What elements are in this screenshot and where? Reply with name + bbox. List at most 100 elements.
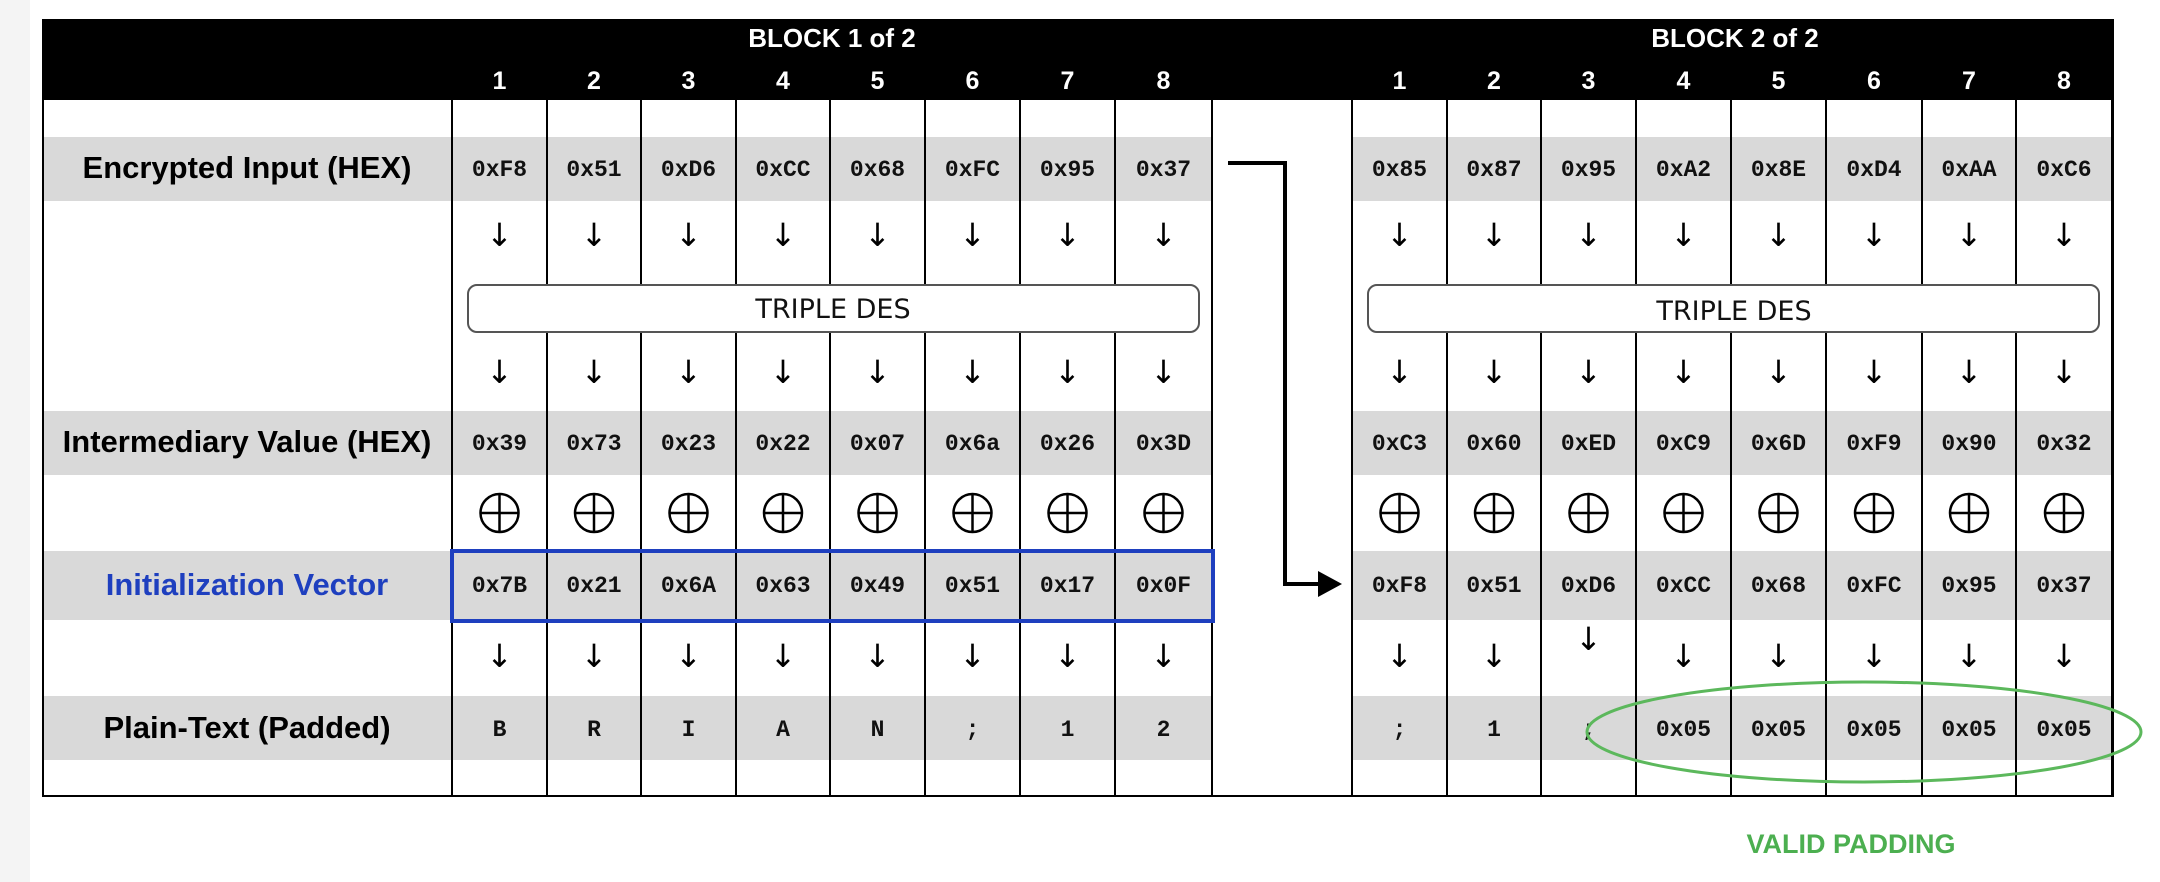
xor-icon [668, 492, 709, 534]
cell-intermediary: 0x3D [1136, 431, 1191, 457]
down-arrow-icon: ↓ [2051, 353, 2078, 391]
cell-plaintext: I [682, 717, 696, 743]
down-arrow-icon: ↓ [770, 637, 797, 675]
down-arrow-icon: ↓ [1054, 637, 1081, 675]
cell-xor-input: 0x63 [755, 573, 810, 599]
down-arrow-icon: ↓ [486, 637, 513, 675]
down-arrow-icon: ↓ [581, 216, 608, 254]
cell-encrypted: 0xD4 [1846, 157, 1901, 183]
column-number: 8 [1157, 67, 1171, 95]
cell-intermediary: 0xF9 [1846, 431, 1901, 457]
cell-plaintext: 0x05 [1941, 717, 1996, 743]
down-arrow-icon: ↓ [1386, 353, 1413, 391]
cell-xor-input: 0xFC [1846, 573, 1901, 599]
block-1-title: BLOCK 1 of 2 [748, 23, 916, 53]
cell-plaintext: 0x05 [1751, 717, 1806, 743]
column-number: 5 [871, 67, 885, 95]
cell-intermediary: 0x07 [850, 431, 905, 457]
cell-plaintext: 0x05 [1656, 717, 1711, 743]
down-arrow-icon: ↓ [675, 216, 702, 254]
triple-des-label-1: TRIPLE DES [754, 294, 910, 325]
cell-plaintext: ; [966, 717, 980, 743]
cell-plaintext: 0x05 [2036, 717, 2091, 743]
down-arrow-icon: ↓ [1861, 216, 1888, 254]
xor-icon [1568, 492, 1609, 534]
xor-icon [479, 492, 520, 534]
down-arrow-icon: ↓ [1765, 353, 1792, 391]
xor-icon [1663, 492, 1704, 534]
column-number: 7 [1061, 67, 1075, 95]
row-band-xor_input [43, 551, 2113, 620]
column-number: 8 [2057, 67, 2071, 95]
cell-intermediary: 0x26 [1040, 431, 1095, 457]
grid-lines [42, 19, 2114, 797]
cell-encrypted: 0x37 [1136, 157, 1191, 183]
column-number: 5 [1772, 67, 1786, 95]
cell-xor-input: 0x51 [1466, 573, 1521, 599]
triple-des-box-2 [1367, 284, 2100, 333]
down-arrow-icon: ↓ [486, 353, 513, 391]
down-arrow-icon: ↓ [864, 637, 891, 675]
down-arrow-icon: ↓ [1054, 353, 1081, 391]
column-number: 2 [587, 67, 601, 95]
down-arrow-icon: ↓ [1575, 353, 1602, 391]
inter-block-gap [1213, 100, 1351, 796]
iv-highlight-box [450, 549, 1215, 623]
valid-padding-label: VALID PADDING [1747, 829, 1956, 859]
cell-intermediary: 0x23 [661, 431, 716, 457]
cell-intermediary: 0x60 [1466, 431, 1521, 457]
row-band-plaintext [43, 696, 2113, 760]
cell-xor-input: 0x51 [945, 573, 1000, 599]
row-label-intermediary: Intermediary Value (HEX) [63, 424, 432, 459]
cell-intermediary: 0x6D [1751, 431, 1806, 457]
cell-xor-input: 0xCC [1656, 573, 1711, 599]
row-band-encrypted [43, 137, 2113, 201]
cell-plaintext: ; [1393, 717, 1407, 743]
cell-encrypted: 0xF8 [472, 157, 527, 183]
down-arrow-icon: ↓ [1765, 637, 1792, 675]
cell-encrypted: 0x51 [566, 157, 621, 183]
cell-xor-input: 0x95 [1941, 573, 1996, 599]
down-arrow-icon: ↓ [1481, 216, 1508, 254]
triple-des-label-2: TRIPLE DES [1655, 296, 1811, 327]
xor-icon [1047, 492, 1088, 534]
down-arrow-icon: ↓ [1386, 637, 1413, 675]
valid-padding-ellipse [1585, 680, 2143, 784]
cell-xor-input: 0x68 [1751, 573, 1806, 599]
xor-icon [2043, 492, 2085, 534]
down-arrow-icon: ↓ [1956, 353, 1983, 391]
cell-encrypted: 0xD6 [661, 157, 716, 183]
column-number: 6 [1867, 67, 1881, 95]
column-number: 4 [1677, 67, 1691, 95]
down-arrow-icon: ↓ [1956, 216, 1983, 254]
cell-encrypted: 0xA2 [1656, 157, 1711, 183]
down-arrow-icon: ↓ [959, 216, 986, 254]
down-arrow-icon: ↓ [1150, 637, 1177, 675]
cell-plaintext: A [776, 717, 790, 743]
block-2-title: BLOCK 2 of 2 [1651, 23, 1819, 53]
down-arrow-icon: ↓ [770, 353, 797, 391]
down-arrow-icon: ↓ [1956, 637, 1983, 675]
cell-xor-input: 0x49 [850, 573, 905, 599]
down-arrow-icon: ↓ [1481, 637, 1508, 675]
down-arrow-icon: ↓ [1150, 216, 1177, 254]
row-label-plaintext: Plain-Text (Padded) [103, 710, 390, 745]
cell-plaintext: 2 [1157, 717, 1171, 743]
down-arrow-icon: ↓ [581, 637, 608, 675]
down-arrow-icon: ↓ [959, 353, 986, 391]
cell-xor-input: 0xD6 [1561, 573, 1616, 599]
column-number: 6 [966, 67, 980, 95]
cell-xor-input: 0xF8 [1372, 573, 1427, 599]
down-arrow-icon: ↓ [864, 216, 891, 254]
cell-xor-input: 0x37 [2036, 573, 2091, 599]
cell-intermediary: 0x32 [2036, 431, 2091, 457]
column-number: 3 [682, 67, 696, 95]
xor-icon [857, 492, 898, 534]
gap-cover [1213, 137, 1351, 201]
cell-encrypted: 0x95 [1561, 157, 1616, 183]
down-arrow-icon: ↓ [1765, 216, 1792, 254]
xor-icon [1379, 492, 1420, 534]
